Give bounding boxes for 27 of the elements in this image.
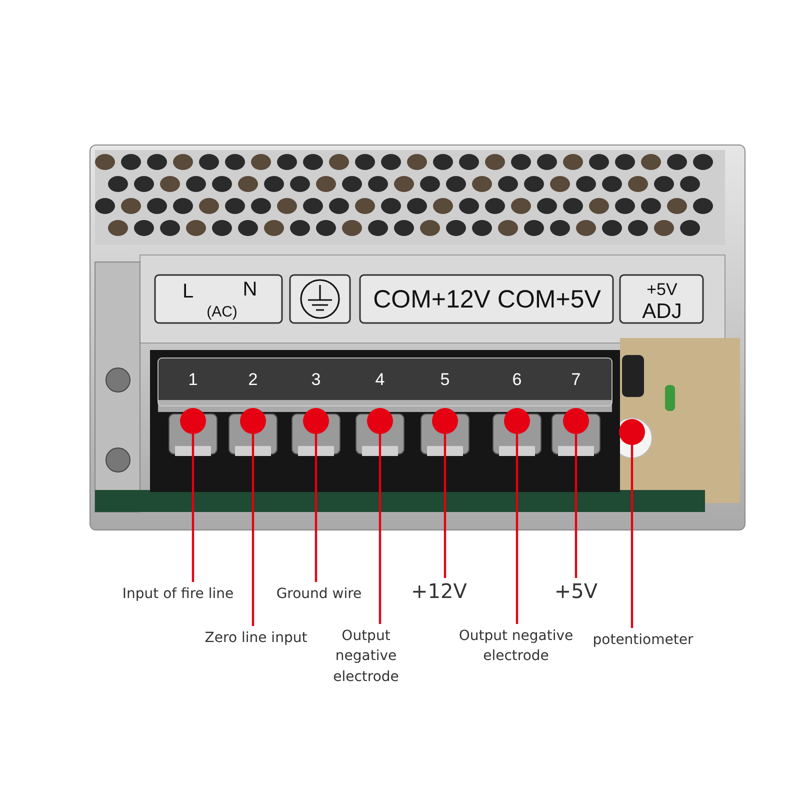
callout-label: Output negative electrode [451, 626, 581, 667]
terminal-marking: N [242, 278, 258, 302]
terminal-marking: (AC) [206, 304, 238, 320]
terminal-number: 4 [375, 370, 385, 390]
terminal-marking: COM+12V COM+5V [373, 286, 601, 314]
terminal-marking: L [182, 280, 194, 304]
leader-line [252, 434, 254, 626]
terminal-marking: +5V [646, 280, 678, 300]
terminal-number: 3 [311, 370, 321, 390]
callout-label: potentiometer [587, 630, 699, 650]
leader-line [630, 445, 634, 628]
terminal-number: 2 [248, 370, 258, 390]
callout-label: +12V [409, 580, 469, 602]
leader-line [192, 434, 194, 582]
terminal-number: 5 [440, 370, 450, 390]
terminal-marking: ADJ [642, 300, 682, 324]
terminal-number: 6 [512, 370, 522, 390]
terminal-number: 1 [188, 370, 198, 390]
callout-label: Input of fire line [113, 584, 243, 604]
leader-line [444, 434, 446, 578]
leader-line [378, 434, 382, 624]
leader-line [574, 434, 578, 578]
callout-label: +5V [551, 580, 601, 602]
leader-line [516, 434, 518, 624]
callout-label: Ground wire [264, 584, 374, 604]
terminal-number: 7 [571, 370, 581, 390]
leader-line [314, 434, 318, 582]
